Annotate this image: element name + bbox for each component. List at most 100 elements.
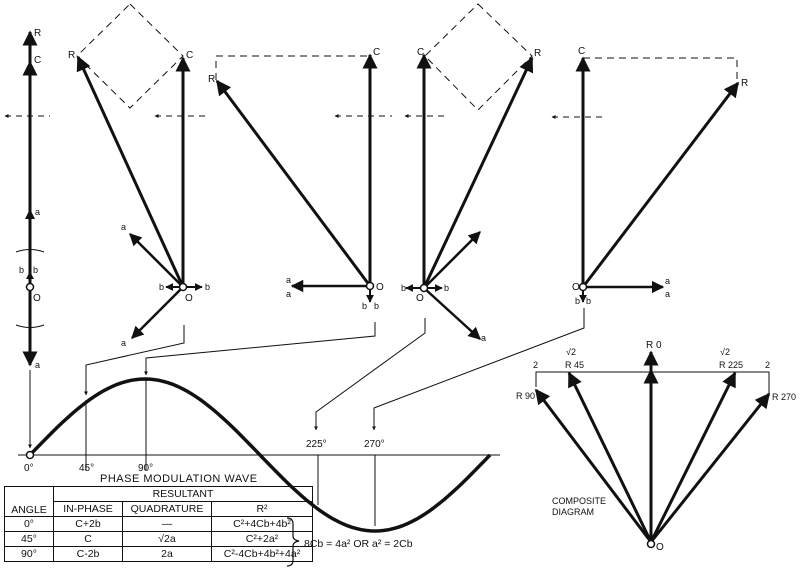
vector-diagram-270deg: C R a a b b O bbox=[551, 46, 748, 306]
label-r0: R 0 bbox=[646, 340, 662, 351]
label-b-right: b bbox=[586, 296, 591, 306]
label-b-left: b bbox=[401, 283, 406, 293]
cell-in-phase: C bbox=[53, 531, 123, 547]
vector-r45 bbox=[567, 371, 653, 543]
connector-90deg bbox=[144, 322, 376, 376]
header-in-phase: IN-PHASE bbox=[53, 501, 123, 517]
resultant-vector bbox=[215, 79, 372, 287]
composite-origin bbox=[646, 539, 656, 549]
label-R: R bbox=[208, 74, 215, 85]
origin-point bbox=[178, 282, 188, 292]
label-O: O bbox=[376, 282, 384, 293]
sideband-a-upper bbox=[423, 231, 481, 289]
cell-in-phase: C-2b bbox=[53, 546, 123, 562]
label-a-upper: a bbox=[121, 222, 126, 232]
label-b-right: b bbox=[374, 301, 379, 311]
table-row: 90° C-2b 2a C²-4Cb+4b²+4a² bbox=[4, 546, 313, 562]
vector-r225 bbox=[649, 371, 737, 543]
header-resultant: RESULTANT bbox=[53, 486, 313, 502]
label-R: R bbox=[34, 28, 41, 39]
label-b-right: b bbox=[33, 265, 38, 275]
header-quadrature: QUADRATURE bbox=[122, 501, 212, 517]
connector-225deg bbox=[314, 318, 426, 431]
label-a-lower: a bbox=[121, 338, 126, 348]
label-sqrt2-left: √2 bbox=[566, 347, 576, 357]
label-two-right: 2 bbox=[765, 360, 770, 370]
vector-r270 bbox=[649, 392, 771, 543]
label-C: C bbox=[373, 47, 380, 58]
table-row: 0° C+2b — C²+4Cb+4b² bbox=[4, 516, 313, 532]
table-header-row: IN-PHASE QUADRATURE R² bbox=[5, 501, 313, 517]
header-r-squared: R² bbox=[211, 501, 313, 517]
angle-label-225: 225° bbox=[306, 439, 327, 450]
label-origin: O bbox=[656, 542, 664, 553]
vector-r90 bbox=[534, 388, 653, 543]
parallelogram-dashed bbox=[76, 3, 184, 109]
label-R: R bbox=[68, 50, 75, 61]
label-b-left: b bbox=[362, 301, 367, 311]
label-b-left: b bbox=[19, 265, 24, 275]
cell-quadrature: — bbox=[122, 516, 212, 532]
cell-r-squared: C²+4Cb+4b² bbox=[211, 516, 313, 532]
angle-label-270: 270° bbox=[364, 439, 385, 450]
origin-point bbox=[419, 283, 429, 293]
sideband-a-upper bbox=[129, 233, 184, 288]
label-two-left: 2 bbox=[533, 360, 538, 370]
equation-note: 8Cb = 4a² OR a² = 2Cb bbox=[304, 538, 413, 550]
composite-title: COMPOSITE DIAGRAM bbox=[552, 496, 606, 518]
parallelogram-dashed bbox=[424, 3, 533, 111]
cell-angle: 45° bbox=[4, 531, 54, 547]
label-r90: R 90 bbox=[516, 391, 535, 401]
label-b-left: b bbox=[575, 296, 580, 306]
origin-point bbox=[25, 282, 35, 292]
table-group-header-row: ANGLE RESULTANT bbox=[4, 486, 313, 517]
label-a-bottom: a bbox=[665, 289, 670, 299]
cell-angle: 90° bbox=[4, 546, 54, 562]
composite-title-line2: DIAGRAM bbox=[552, 507, 595, 517]
cell-quadrature: √2a bbox=[122, 531, 212, 547]
angle-label-45: 45° bbox=[79, 463, 94, 474]
phase-modulation-wave: 0° 45° 90° 225° 270° bbox=[18, 377, 500, 533]
vector-diagram-225deg: C R a b b O bbox=[401, 3, 541, 343]
connector-lines bbox=[28, 308, 585, 449]
label-R: R bbox=[534, 48, 541, 59]
label-C: C bbox=[578, 46, 585, 57]
connector-270deg bbox=[372, 308, 585, 431]
label-O: O bbox=[572, 282, 580, 293]
label-C: C bbox=[186, 50, 193, 61]
label-r270: R 270 bbox=[772, 392, 796, 402]
wave-curve bbox=[28, 377, 492, 533]
label-a-bottom: a bbox=[35, 360, 40, 370]
resultant-table: ANGLE RESULTANT IN-PHASE QUADRATURE R² 0… bbox=[4, 486, 313, 562]
wave-title: PHASE MODULATION WAVE bbox=[100, 473, 258, 485]
cell-in-phase: C+2b bbox=[53, 516, 123, 532]
angle-label-90: 90° bbox=[138, 463, 153, 474]
table-row: 45° C √2a C²+2a² bbox=[4, 531, 313, 547]
vector-diagram-0deg: R C a b b O a bbox=[4, 28, 50, 370]
wave-origin bbox=[25, 450, 35, 460]
origin-point bbox=[365, 281, 375, 291]
resultant-vector bbox=[422, 56, 534, 289]
label-O: O bbox=[33, 293, 41, 304]
cell-r-squared: C²+2a² bbox=[211, 531, 313, 547]
origin-point bbox=[578, 282, 588, 292]
sideband-a-lower bbox=[423, 287, 481, 340]
label-b-right: b bbox=[444, 283, 449, 293]
label-b-right: b bbox=[205, 282, 210, 292]
label-R: R bbox=[741, 78, 748, 89]
label-r225: R 225 bbox=[719, 360, 743, 370]
vector-diagram-45deg: R C a a b b O bbox=[68, 3, 210, 348]
dashed-projection bbox=[583, 57, 738, 80]
cell-r-squared: C²-4Cb+4b²+4a² bbox=[211, 546, 313, 562]
cell-angle: 0° bbox=[4, 516, 54, 532]
label-sqrt2-right: √2 bbox=[720, 347, 730, 357]
label-a: a bbox=[35, 207, 40, 217]
label-C: C bbox=[34, 55, 41, 66]
label-b-left: b bbox=[159, 282, 164, 292]
label-a-top: a bbox=[665, 276, 670, 286]
label-r45: R 45 bbox=[565, 360, 584, 370]
composite-diagram: R 0 R 45 √2 2 R 90 R 225 √2 2 R 270 O bbox=[516, 340, 796, 553]
label-O: O bbox=[185, 293, 193, 304]
label-O: O bbox=[416, 293, 424, 304]
